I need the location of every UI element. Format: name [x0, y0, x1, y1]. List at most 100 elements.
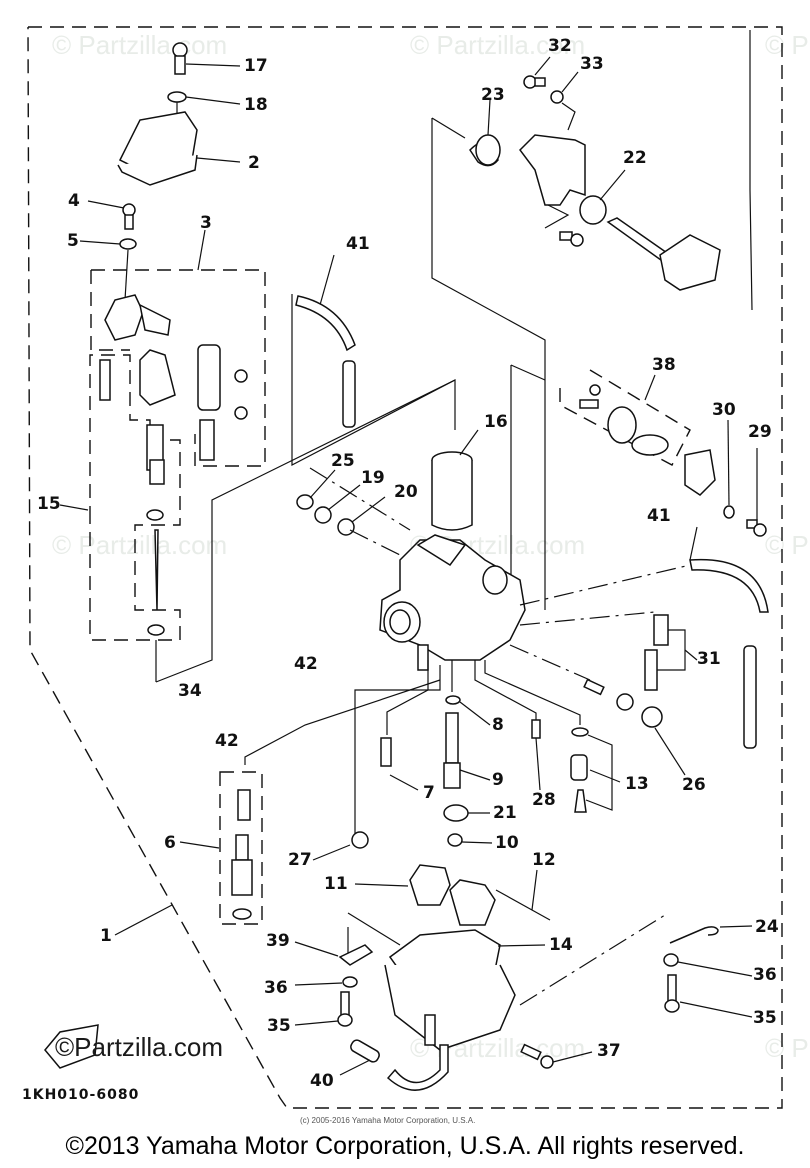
- callout-22[interactable]: 22: [623, 148, 647, 168]
- callout-26[interactable]: 26: [682, 775, 706, 795]
- screw-35-right-icon: [664, 974, 680, 1013]
- callout-5[interactable]: 5: [67, 231, 79, 251]
- watermark: © P: [765, 530, 809, 560]
- callout-41[interactable]: 41: [346, 234, 370, 254]
- callout-21[interactable]: 21: [493, 803, 517, 823]
- callout-29[interactable]: 29: [748, 422, 772, 442]
- nut-33-icon: [550, 90, 564, 104]
- main-jet-10-icon: [447, 833, 463, 847]
- hose-41-right-tube-icon: [743, 645, 757, 749]
- washer-13-icon: [571, 727, 589, 737]
- screw-35-left-icon: [337, 991, 353, 1027]
- callout-12[interactable]: 12: [532, 850, 556, 870]
- callout-39[interactable]: 39: [266, 931, 290, 951]
- washer-18-icon: [167, 91, 187, 103]
- callout-25[interactable]: 25: [331, 451, 355, 471]
- callout-42[interactable]: 42: [294, 654, 318, 674]
- spring-23-icon: [469, 134, 501, 167]
- callout-2[interactable]: 2: [248, 153, 260, 173]
- pilot-screw-26-icon: [583, 678, 663, 728]
- callout-10[interactable]: 10: [495, 833, 519, 853]
- screw-29-icon: [746, 519, 767, 537]
- callout-6[interactable]: 6: [164, 833, 176, 853]
- washer-20-icon: [337, 518, 355, 536]
- callout-32[interactable]: 32: [548, 36, 572, 56]
- hose-40-icon: [350, 1039, 449, 1091]
- hose-41-right-icon: [689, 558, 769, 613]
- callout-8[interactable]: 8: [492, 715, 504, 735]
- slide-16-icon: [431, 451, 473, 531]
- starter-plunger-6-icon: [231, 789, 253, 920]
- screw-4-icon: [122, 203, 136, 230]
- watermark: © Partzilla.com: [410, 30, 586, 60]
- callout-27[interactable]: 27: [288, 850, 312, 870]
- callout-15[interactable]: 15: [37, 494, 61, 514]
- callout-36[interactable]: 36: [753, 965, 777, 985]
- hose-41-tube-icon: [342, 360, 356, 428]
- clip-25-icon: [296, 494, 314, 510]
- jet-holder-21-icon: [443, 804, 469, 822]
- callout-16[interactable]: 16: [484, 412, 508, 432]
- callout-4[interactable]: 4: [68, 191, 80, 211]
- callout-38[interactable]: 38: [652, 355, 676, 375]
- screw-bracket-icon: [559, 231, 584, 247]
- screw-17-icon: [172, 42, 188, 75]
- needle-valve-13-icon: [570, 754, 588, 813]
- screw-7-icon: [380, 737, 392, 767]
- screw-32-icon: [523, 75, 546, 89]
- screw-spring-31-icon: [644, 614, 669, 691]
- callout-9[interactable]: 9: [492, 770, 504, 790]
- callout-7[interactable]: 7: [423, 783, 435, 803]
- footer-copyright: ©2013 Yamaha Motor Corporation, U.S.A. A…: [65, 1132, 745, 1160]
- callout-13[interactable]: 13: [625, 774, 649, 794]
- callout-36[interactable]: 36: [264, 978, 288, 998]
- pilot-jet-28-icon: [531, 719, 541, 739]
- watermark-partzilla: ©Partzilla.com: [55, 1032, 223, 1062]
- callout-33[interactable]: 33: [580, 54, 604, 74]
- callout-28[interactable]: 28: [532, 790, 556, 810]
- callout-24[interactable]: 24: [755, 917, 779, 937]
- callout-34[interactable]: 34: [178, 681, 202, 701]
- callout-31[interactable]: 31: [697, 649, 721, 669]
- callout-35[interactable]: 35: [753, 1008, 777, 1028]
- float-bowl-14-icon: [384, 929, 516, 1051]
- watermark: © P: [765, 30, 809, 60]
- carburetor-body-icon: [379, 534, 526, 671]
- callout-30[interactable]: 30: [712, 400, 736, 420]
- callout-23[interactable]: 23: [481, 85, 505, 105]
- forward-direction-icon: [44, 1024, 99, 1069]
- callout-14[interactable]: 14: [549, 935, 573, 955]
- callout-18[interactable]: 18: [244, 95, 268, 115]
- bracket-39-icon: [338, 944, 374, 966]
- diagram-code: 1KH010-6080: [22, 1087, 140, 1103]
- callout-37[interactable]: 37: [597, 1041, 621, 1061]
- clip-30-icon: [723, 505, 735, 519]
- o-ring-8-icon: [445, 695, 461, 705]
- callout-20[interactable]: 20: [394, 482, 418, 502]
- callout-35[interactable]: 35: [267, 1016, 291, 1036]
- callout-11[interactable]: 11: [324, 874, 348, 894]
- callout-40[interactable]: 40: [310, 1071, 334, 1091]
- callout-42[interactable]: 42: [215, 731, 239, 751]
- washer-19-icon: [314, 506, 332, 524]
- callout-1[interactable]: 1: [100, 926, 112, 946]
- washer-5-icon: [119, 238, 137, 250]
- small-copyright: (c) 2005-2016 Yamaha Motor Corporation, …: [300, 1116, 476, 1125]
- drain-screw-37-icon: [520, 1043, 554, 1069]
- hose-41-upper-icon: [295, 295, 356, 352]
- callout-3[interactable]: 3: [200, 213, 212, 233]
- clip-24-icon: [669, 926, 719, 944]
- callout-17[interactable]: 17: [244, 56, 268, 76]
- callout-19[interactable]: 19: [361, 468, 385, 488]
- callout-41[interactable]: 41: [647, 506, 671, 526]
- watermark: © Partzilla.com: [52, 530, 228, 560]
- washer-36-right-icon: [663, 953, 679, 967]
- jet-needle-15-icon: [99, 359, 165, 636]
- cover-2-icon: [117, 111, 198, 186]
- choke-assembly-38-icon: [579, 384, 716, 496]
- assembly-boundary: [27, 26, 783, 1109]
- washer-27-icon: [351, 831, 369, 849]
- watermark: © P: [765, 1033, 809, 1063]
